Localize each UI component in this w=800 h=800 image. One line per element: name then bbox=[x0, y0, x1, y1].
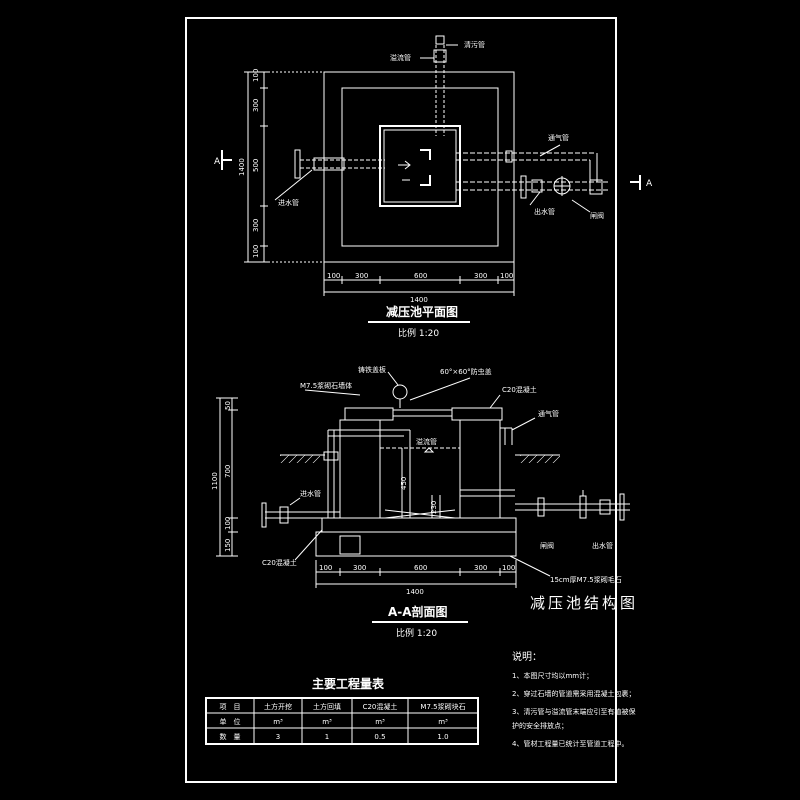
svg-text:300: 300 bbox=[474, 272, 487, 280]
plan-chamber bbox=[379, 125, 461, 207]
svg-text:100: 100 bbox=[500, 272, 513, 280]
svg-text:300: 300 bbox=[355, 272, 368, 280]
svg-text:450: 450 bbox=[400, 477, 408, 490]
svg-text:3: 3 bbox=[276, 733, 280, 741]
svg-text:100: 100 bbox=[319, 564, 332, 572]
svg-text:300: 300 bbox=[353, 564, 366, 572]
svg-text:300: 300 bbox=[252, 99, 260, 112]
section-scale: 比例 1:20 bbox=[396, 627, 437, 639]
note-item: 3、清污管与溢流管末端应引至有植被保 bbox=[512, 707, 635, 716]
plan-view bbox=[221, 35, 641, 296]
plan-chamber-inner bbox=[383, 129, 457, 203]
section-base-slab bbox=[321, 517, 517, 533]
svg-text:单 位: 单 位 bbox=[220, 717, 241, 726]
sheet-border bbox=[185, 17, 617, 783]
svg-text:1.0: 1.0 bbox=[437, 733, 448, 741]
svg-text:C20混凝土: C20混凝土 bbox=[363, 702, 398, 711]
svg-text:230: 230 bbox=[430, 501, 438, 514]
note-item: 护的安全排放点； bbox=[512, 721, 568, 730]
note-item: 1、本图尺寸均以mm计； bbox=[512, 671, 593, 680]
plan-masonry-wall bbox=[341, 87, 499, 247]
svg-text:土方回填: 土方回填 bbox=[313, 702, 341, 711]
section-title: A-A剖面图 bbox=[388, 604, 448, 619]
svg-text:100: 100 bbox=[502, 564, 515, 572]
svg-text:m³: m³ bbox=[438, 718, 448, 726]
plan-outer-outline bbox=[323, 71, 515, 263]
section-vent-pipe-label: 通气管 bbox=[538, 409, 559, 418]
section-dims-bottom: 100 300 600 300 100 1400 bbox=[319, 564, 515, 596]
svg-text:700: 700 bbox=[224, 465, 232, 478]
plan-outlet-pipe-label: 出水管 bbox=[534, 207, 555, 216]
svg-text:数 量: 数 量 bbox=[220, 732, 241, 741]
svg-text:150: 150 bbox=[224, 539, 232, 552]
section-c20-top-label: C20混凝土 bbox=[502, 385, 537, 394]
plan-inlet-pipe-label: 进水管 bbox=[278, 198, 299, 207]
svg-text:m³: m³ bbox=[375, 718, 385, 726]
section-overflow-pipe-label: 溢流管 bbox=[416, 437, 437, 446]
section-left-wall bbox=[339, 419, 381, 519]
section-inlet-pipe-label: 进水管 bbox=[300, 489, 321, 498]
table-row: 数 量 3 1 0.5 1.0 bbox=[220, 732, 449, 741]
section-dims-left: 50 700 100 150 1100 450 230 bbox=[211, 401, 438, 552]
svg-text:1100: 1100 bbox=[211, 472, 219, 490]
section-gate-valve-label: 闸阀 bbox=[540, 541, 554, 550]
plan-flush-pipe-label: 清污管 bbox=[464, 40, 485, 49]
svg-text:300: 300 bbox=[252, 219, 260, 232]
svg-text:0.5: 0.5 bbox=[374, 733, 385, 741]
section-bedding bbox=[315, 531, 517, 557]
section-cover-plate-label: 60°×60°防虫盖 bbox=[440, 367, 492, 376]
svg-text:100: 100 bbox=[327, 272, 340, 280]
svg-text:土方开挖: 土方开挖 bbox=[264, 702, 292, 711]
plan-overflow-pipe-label: 溢流管 bbox=[390, 53, 411, 62]
plan-section-mark-left: A bbox=[214, 157, 221, 167]
svg-text:1400: 1400 bbox=[238, 158, 246, 176]
quantity-table bbox=[205, 697, 479, 745]
svg-text:600: 600 bbox=[414, 272, 427, 280]
section-bedding-label: 15cm厚M7.5浆砌毛石 bbox=[550, 575, 622, 584]
svg-text:项 目: 项 目 bbox=[220, 703, 241, 711]
svg-text:100: 100 bbox=[252, 69, 260, 82]
svg-text:100: 100 bbox=[224, 517, 232, 530]
svg-text:50: 50 bbox=[224, 401, 232, 410]
plan-vent-pipe-label: 通气管 bbox=[548, 133, 569, 142]
svg-text:1400: 1400 bbox=[410, 296, 428, 304]
table-title: 主要工程量表 bbox=[312, 676, 385, 691]
svg-text:m³: m³ bbox=[322, 718, 332, 726]
plan-dims-left: 100 300 500 300 100 1400 bbox=[238, 69, 260, 258]
svg-text:1400: 1400 bbox=[406, 588, 424, 596]
table-row: 单 位 m³ m³ m³ m³ bbox=[220, 717, 449, 726]
notes: 说明： 1、本图尺寸均以mm计； 2、穿过石墙的管道需采用混凝土包裹； 3、清污… bbox=[512, 650, 635, 748]
svg-text:600: 600 bbox=[414, 564, 427, 572]
plan-gate-valve-label: 闸阀 bbox=[590, 211, 604, 220]
plan-section-mark-right: A bbox=[646, 179, 653, 189]
svg-text:500: 500 bbox=[252, 159, 260, 172]
svg-text:1: 1 bbox=[325, 733, 329, 741]
svg-text:m³: m³ bbox=[273, 718, 283, 726]
section-view bbox=[216, 371, 630, 588]
notes-heading: 说明： bbox=[512, 650, 542, 663]
svg-text:100: 100 bbox=[252, 245, 260, 258]
svg-text:M7.5浆砌块石: M7.5浆砌块石 bbox=[420, 702, 465, 711]
section-right-wall bbox=[459, 419, 501, 519]
note-item: 4、管材工程量已统计至管道工程中。 bbox=[512, 739, 628, 748]
plan-scale: 比例 1:20 bbox=[398, 327, 439, 339]
section-cast-iron-cover-label: 铸铁盖板 bbox=[358, 365, 386, 374]
note-item: 2、穿过石墙的管道需采用混凝土包裹； bbox=[512, 689, 635, 698]
plan-title: 减压池平面图 bbox=[386, 304, 458, 319]
structure-title: 减压池结构图 bbox=[530, 594, 638, 612]
section-masonry-wall-label: M7.5浆砌石墙体 bbox=[300, 381, 352, 390]
section-c20-base-label: C20混凝土 bbox=[262, 558, 297, 567]
plan-dims-bottom: 100 300 600 300 100 1400 bbox=[327, 272, 513, 304]
section-outlet-pipe-label: 出水管 bbox=[592, 541, 613, 550]
svg-text:300: 300 bbox=[474, 564, 487, 572]
table-header-row: 项 目 土方开挖 土方回填 C20混凝土 M7.5浆砌块石 bbox=[220, 702, 466, 711]
